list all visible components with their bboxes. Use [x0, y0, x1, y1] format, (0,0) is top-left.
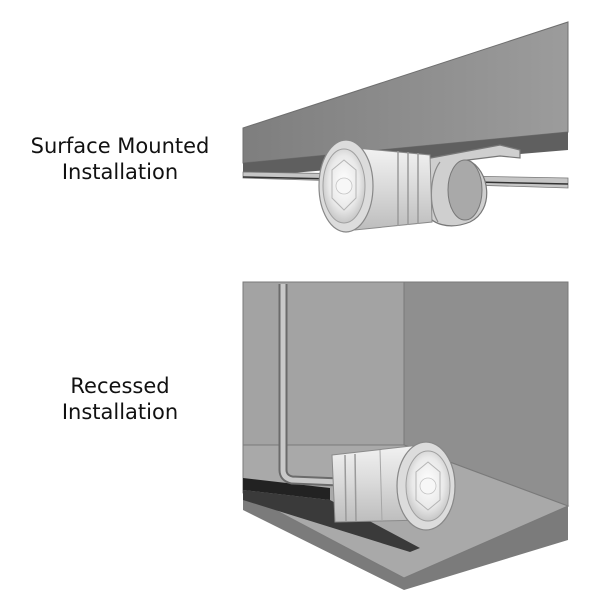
recessed-label-line1: Recessed — [70, 374, 170, 398]
recessed-label: Recessed Installation — [10, 373, 230, 425]
surface-mounted-label: Surface Mounted Installation — [10, 133, 230, 185]
recessed-fixture — [331, 441, 456, 531]
surface-fixture — [318, 139, 433, 233]
surface-mount-illustration — [242, 21, 569, 233]
recessed-label-line2: Installation — [61, 400, 179, 424]
surface-mounted-label-line2: Installation — [61, 160, 179, 184]
wire-conduit — [278, 284, 341, 487]
surface-mounted-label-line1: Surface Mounted — [30, 134, 210, 158]
recessed-mount-illustration — [242, 281, 570, 590]
mounting-clip — [419, 144, 521, 227]
